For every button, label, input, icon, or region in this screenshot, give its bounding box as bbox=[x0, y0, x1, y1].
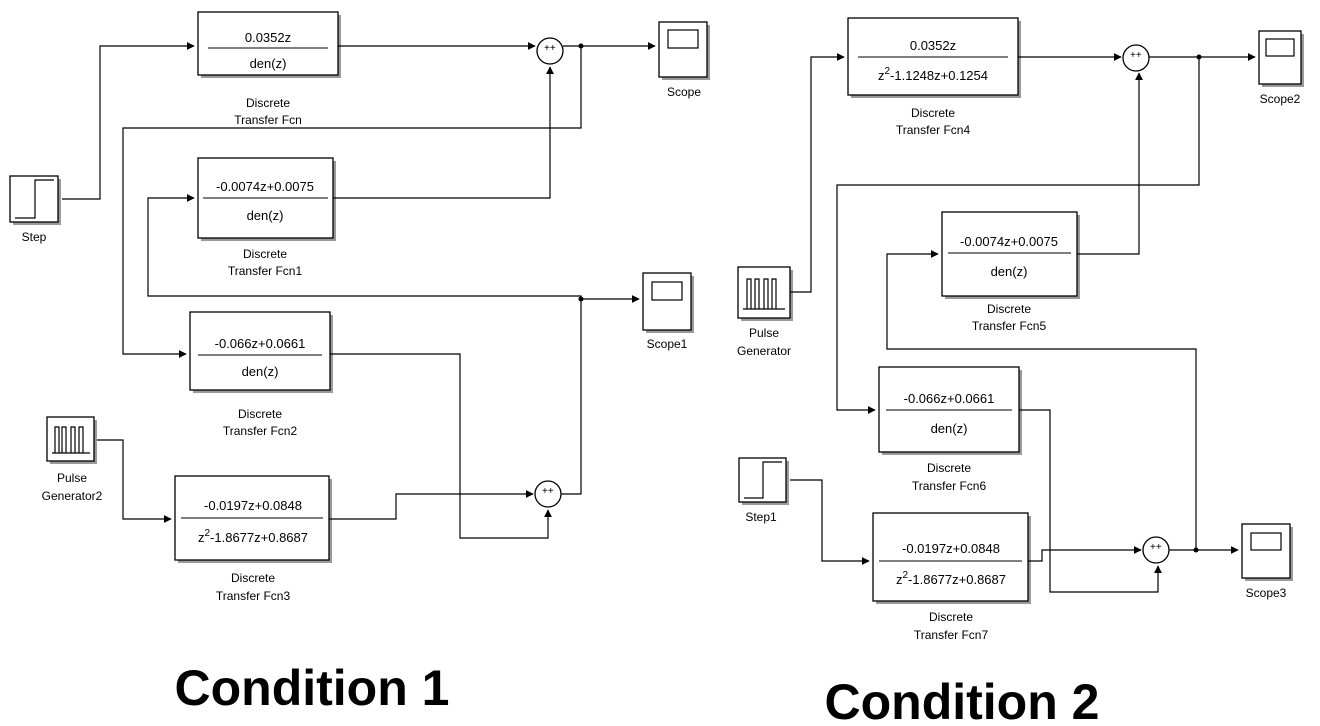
scope-screen-icon bbox=[1250, 532, 1282, 551]
step1-block[interactable]: Step1 bbox=[738, 457, 789, 524]
tf1-label-line1: Discrete bbox=[243, 247, 287, 261]
condition-2-caption: Condition 2 bbox=[825, 674, 1100, 726]
tf7-label-line1: Discrete bbox=[929, 610, 973, 624]
pulse-icon bbox=[743, 278, 785, 310]
tf2-label-line2: Transfer Fcn2 bbox=[223, 424, 298, 438]
condition-1-diagram: Step 0.0352z den(z) Discrete Transfer Fc… bbox=[9, 11, 710, 716]
tf2-numerator: -0.066z+0.0661 bbox=[215, 336, 306, 351]
tf1-denominator: den(z) bbox=[247, 208, 284, 223]
scope-screen-icon bbox=[651, 281, 683, 301]
tf5-label-line1: Discrete bbox=[987, 302, 1031, 316]
pulse2-label-line1: Pulse bbox=[57, 471, 87, 485]
tf-label-line1: Discrete bbox=[246, 96, 290, 110]
scope3-label: Scope3 bbox=[1246, 586, 1287, 600]
tf5-denominator: den(z) bbox=[991, 264, 1028, 279]
tf5-label-line2: Transfer Fcn5 bbox=[972, 319, 1047, 333]
condition-2-diagram: 0.0352z z2-1.1248z+0.1254 Discrete Trans… bbox=[737, 17, 1304, 726]
signal-lines-condition-2 bbox=[790, 53, 1256, 593]
pulse-label-line2: Generator bbox=[737, 344, 791, 358]
scope-screen-icon bbox=[667, 29, 699, 49]
tf3-denominator: z2-1.8677z+0.8687 bbox=[198, 528, 308, 545]
scope1-label: Scope1 bbox=[647, 337, 688, 351]
sum-block-bottom[interactable]: ++ bbox=[534, 480, 562, 508]
scope2-block[interactable]: Scope2 bbox=[1258, 30, 1304, 106]
tf4-label-line2: Transfer Fcn4 bbox=[896, 123, 971, 137]
tf-label-line2: Transfer Fcn bbox=[234, 113, 302, 127]
tf1-label-line2: Transfer Fcn1 bbox=[228, 264, 303, 278]
tf6-denominator: den(z) bbox=[931, 421, 968, 436]
transfer-fcn1-block[interactable]: -0.0074z+0.0075 den(z) Discrete Transfer… bbox=[197, 157, 336, 278]
transfer-fcn-block[interactable]: 0.0352z den(z) Discrete Transfer Fcn bbox=[197, 11, 341, 127]
transfer-fcn2-block[interactable]: -0.066z+0.0661 den(z) Discrete Transfer … bbox=[189, 311, 333, 438]
transfer-fcn3-block[interactable]: -0.0197z+0.0848 z2-1.8677z+0.8687 Discre… bbox=[174, 475, 332, 603]
tf-numerator: 0.0352z bbox=[245, 30, 291, 45]
tf4-numerator: 0.0352z bbox=[910, 38, 956, 53]
scope1-block[interactable]: Scope1 bbox=[642, 272, 694, 351]
tf-denominator: den(z) bbox=[250, 56, 287, 71]
tf5-numerator: -0.0074z+0.0075 bbox=[960, 234, 1058, 249]
scope-screen-icon bbox=[1265, 38, 1295, 57]
tf7-denominator: z2-1.8677z+0.8687 bbox=[896, 570, 1006, 587]
sum-signs: ++ bbox=[1150, 542, 1162, 553]
step-label: Step bbox=[22, 230, 47, 244]
pulse-generator-block[interactable]: Pulse Generator bbox=[737, 266, 793, 358]
tf6-label-line2: Transfer Fcn6 bbox=[912, 479, 987, 493]
transfer-fcn5-block[interactable]: -0.0074z+0.0075 den(z) Discrete Transfer… bbox=[941, 211, 1080, 333]
sum-block-top-right[interactable]: ++ bbox=[1122, 44, 1150, 72]
scope-block[interactable]: Scope bbox=[658, 21, 710, 99]
transfer-fcn4-block[interactable]: 0.0352z z2-1.1248z+0.1254 Discrete Trans… bbox=[847, 17, 1021, 137]
transfer-fcn7-block[interactable]: -0.0197z+0.0848 z2-1.8677z+0.8687 Discre… bbox=[872, 512, 1031, 642]
tf2-label-line1: Discrete bbox=[238, 407, 282, 421]
tf3-label-line2: Transfer Fcn3 bbox=[216, 589, 291, 603]
tf3-numerator: -0.0197z+0.0848 bbox=[204, 498, 302, 513]
tf3-label-line1: Discrete bbox=[231, 571, 275, 585]
sum-block-bottom-right[interactable]: ++ bbox=[1142, 536, 1170, 564]
scope2-label: Scope2 bbox=[1260, 92, 1301, 106]
tf6-numerator: -0.066z+0.0661 bbox=[904, 391, 995, 406]
sum-block-top[interactable]: ++ bbox=[536, 37, 564, 65]
tf6-label-line1: Discrete bbox=[927, 461, 971, 475]
tf7-numerator: -0.0197z+0.0848 bbox=[902, 541, 1000, 556]
condition-1-caption: Condition 1 bbox=[175, 660, 450, 716]
tf1-numerator: -0.0074z+0.0075 bbox=[216, 179, 314, 194]
step-block[interactable]: Step bbox=[9, 175, 61, 244]
tf4-denominator: z2-1.1248z+0.1254 bbox=[878, 66, 988, 83]
tf4-label-line1: Discrete bbox=[911, 106, 955, 120]
sum-signs: ++ bbox=[544, 43, 556, 54]
sum-signs: ++ bbox=[542, 486, 554, 497]
signal-lines-condition-1 bbox=[62, 42, 656, 539]
pulse-icon bbox=[52, 426, 90, 454]
sum-signs: ++ bbox=[1130, 50, 1142, 61]
step1-label: Step1 bbox=[745, 510, 777, 524]
scope3-block[interactable]: Scope3 bbox=[1241, 523, 1293, 600]
pulse-generator2-block[interactable]: Pulse Generator2 bbox=[42, 416, 103, 503]
tf7-label-line2: Transfer Fcn7 bbox=[914, 628, 989, 642]
transfer-fcn6-block[interactable]: -0.066z+0.0661 den(z) Discrete Transfer … bbox=[878, 366, 1022, 493]
tf2-denominator: den(z) bbox=[242, 364, 279, 379]
pulse-label-line1: Pulse bbox=[749, 326, 779, 340]
pulse2-label-line2: Generator2 bbox=[42, 489, 103, 503]
scope-label: Scope bbox=[667, 85, 701, 99]
